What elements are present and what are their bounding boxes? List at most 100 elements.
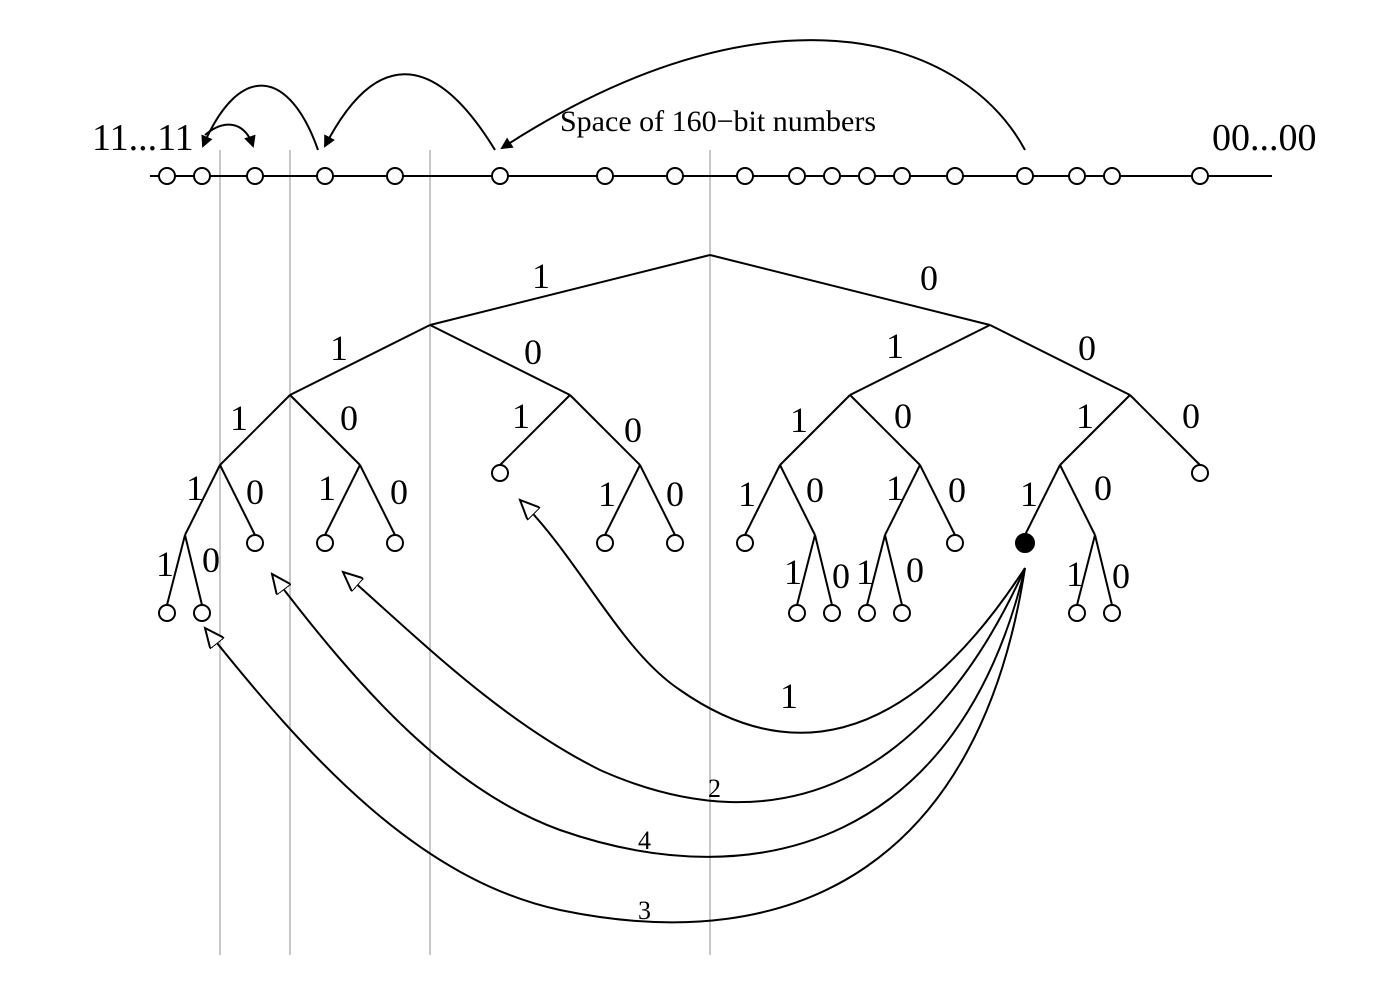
- tree-leaf: [788, 604, 806, 622]
- bit-label: 0: [1112, 556, 1130, 596]
- tree-edge: [499, 394, 571, 466]
- number-line-node: [1103, 167, 1121, 185]
- number-line-node: [736, 167, 754, 185]
- bit-label: 0: [1182, 396, 1200, 436]
- lookup-step-label: 4: [638, 826, 651, 855]
- right-label: 00...00: [1212, 117, 1317, 159]
- number-line-node: [1068, 167, 1086, 185]
- number-line-node: [596, 167, 614, 185]
- bit-label: 1: [790, 400, 808, 440]
- tree-edge: [324, 464, 361, 536]
- tree-edge: [779, 394, 851, 466]
- tree-edge: [866, 534, 886, 606]
- tree-edge: [184, 464, 221, 536]
- number-line-node: [386, 167, 404, 185]
- bit-label: 0: [920, 258, 938, 298]
- bit-label: 1: [532, 256, 550, 296]
- number-line-nodes: [158, 167, 1209, 185]
- tree-edge: [884, 534, 903, 606]
- number-line-node: [1016, 167, 1034, 185]
- number-line-node: [246, 167, 264, 185]
- number-line-node: [158, 167, 176, 185]
- tree-leaf: [386, 534, 404, 552]
- origin-node: [1015, 533, 1035, 553]
- lookup-arrows: 1 2 4 3: [205, 500, 1026, 925]
- left-label: 11...11: [92, 117, 194, 159]
- number-line-caption: Space of 160−bit numbers: [560, 105, 876, 138]
- tree-edge: [429, 324, 571, 396]
- tree-edge: [219, 394, 291, 466]
- bit-label: 0: [948, 470, 966, 510]
- bit-label: 0: [832, 556, 850, 596]
- number-line-node: [316, 167, 334, 185]
- bit-label: 1: [330, 328, 348, 368]
- tree-leaf: [666, 534, 684, 552]
- tree-leaf: [736, 534, 754, 552]
- bit-label: 0: [246, 472, 264, 512]
- bit-label: 0: [906, 550, 924, 590]
- tree-edge: [849, 394, 921, 466]
- number-line-node: [193, 167, 211, 185]
- bit-label: 0: [340, 398, 358, 438]
- tree-edge: [289, 324, 431, 396]
- tree-leaf: [491, 464, 509, 482]
- tree-edge: [1059, 394, 1131, 466]
- tree-edge: [166, 534, 186, 606]
- jump-arrow: [324, 73, 496, 151]
- jump-arrow: [500, 39, 1026, 151]
- number-line-node: [491, 167, 509, 185]
- number-line-node: [893, 167, 911, 185]
- bit-label: 0: [806, 470, 824, 510]
- tree-edge: [219, 464, 256, 536]
- bit-label: 0: [666, 474, 684, 514]
- tree-edge: [604, 464, 641, 536]
- number-line-node: [946, 167, 964, 185]
- bit-label: 1: [886, 468, 904, 508]
- tree-leaf: [193, 604, 211, 622]
- number-line-node: [1191, 167, 1209, 185]
- tree-leaf: [893, 604, 911, 622]
- bit-label: 1: [598, 474, 616, 514]
- lookup-arrow: [343, 567, 1026, 804]
- tree-leaf: [596, 534, 614, 552]
- tree-edge: [744, 464, 781, 536]
- guide-lines: [219, 150, 711, 955]
- tree-edge: [989, 324, 1131, 396]
- tree-edge: [919, 464, 956, 536]
- tree-leaf: [1191, 464, 1209, 482]
- tree-leaf: [823, 604, 841, 622]
- bit-label: 1: [230, 398, 248, 438]
- tree-edge: [796, 534, 816, 606]
- tree-edge: [639, 464, 676, 536]
- tree-leaf: [858, 604, 876, 622]
- lookup-step-label: 1: [780, 676, 798, 716]
- number-line-node: [858, 167, 876, 185]
- tree-edge: [849, 324, 991, 396]
- tree-leaf: [1068, 604, 1086, 622]
- tree-edge: [884, 464, 921, 536]
- tree-edge: [1094, 534, 1113, 606]
- tree-leaf: [316, 534, 334, 552]
- lookup-arrow: [272, 567, 1026, 858]
- bit-label: 1: [156, 544, 174, 584]
- tree-leaf: [246, 534, 264, 552]
- bit-label: 1: [784, 552, 802, 592]
- lookup-step-label: 2: [708, 774, 721, 803]
- bit-labels: 1 0 1 0 1 0 1 0 1 0 1 0 1 0 1 0 1 0 1 0 …: [156, 256, 1200, 596]
- bit-label: 1: [1020, 474, 1038, 514]
- bit-label: 1: [318, 468, 336, 508]
- tree-edge: [709, 254, 991, 326]
- bit-label: 0: [390, 472, 408, 512]
- tree-leaf: [946, 534, 964, 552]
- bit-label: 0: [1078, 328, 1096, 368]
- number-line-node: [823, 167, 841, 185]
- bit-label: 1: [512, 396, 530, 436]
- lookup-arrow: [520, 500, 1026, 734]
- bit-label: 1: [1066, 554, 1084, 594]
- tree-edge: [1024, 464, 1061, 536]
- tree-edge: [1076, 534, 1096, 606]
- bit-label: 0: [524, 332, 542, 372]
- tree-edge: [429, 254, 711, 326]
- tree-leaves: [158, 464, 1209, 622]
- tree-edge: [1059, 464, 1096, 536]
